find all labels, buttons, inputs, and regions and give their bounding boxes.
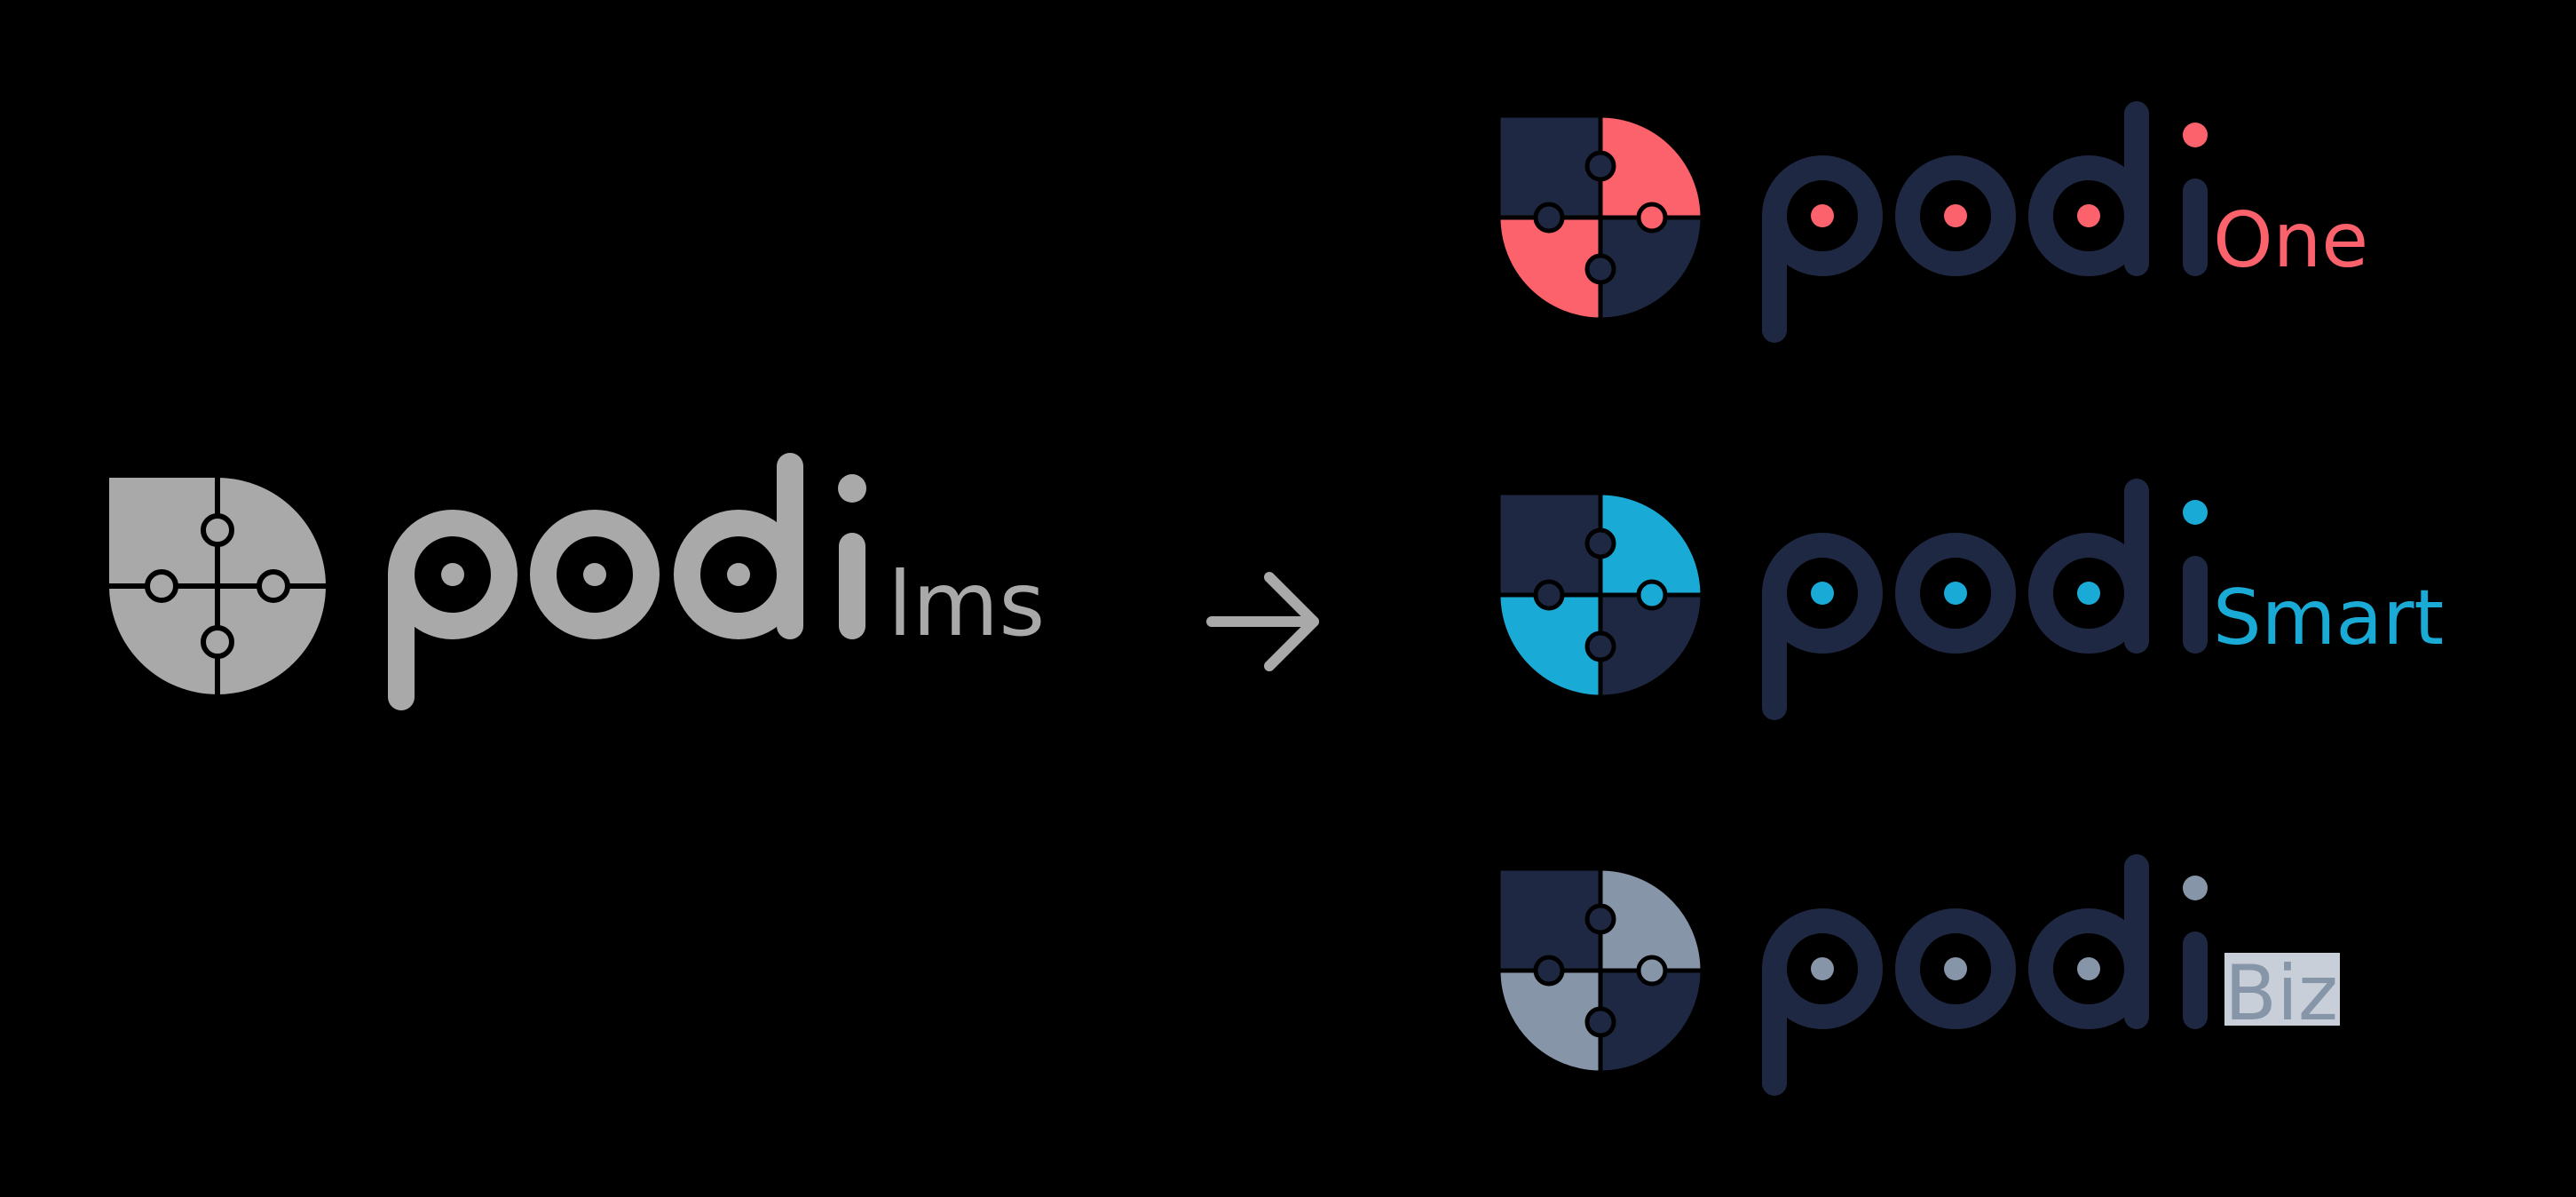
legacy-logo: lms (103, 448, 1047, 715)
brand-wordmark-smart (1762, 479, 2208, 720)
brand-suffix-biz-highlight (2224, 953, 2340, 1026)
puzzle-circle-icon (1496, 490, 1705, 700)
right-arrow-icon (1198, 555, 1331, 692)
brand-logo-one: One (1496, 98, 2519, 346)
brand-logo-smart: Smart (1496, 475, 2519, 724)
legacy-logo-svg: lms (103, 453, 1045, 710)
brand-logo-biz: Biz (1496, 851, 2519, 1099)
puzzle-circle-icon (1496, 866, 1705, 1075)
brand-wordmark-one (1762, 101, 2208, 343)
brand-suffix-biz: Biz (2224, 949, 2338, 1038)
legacy-suffix: lms (888, 552, 1045, 656)
legacy-wordmark (388, 453, 866, 710)
puzzle-circle-icon (103, 472, 332, 701)
puzzle-circle-icon (1496, 113, 1705, 322)
brand-suffix-one: One (2213, 196, 2368, 285)
brand-wordmark-biz (1762, 854, 2208, 1096)
brand-suffix-smart: Smart (2213, 574, 2444, 662)
